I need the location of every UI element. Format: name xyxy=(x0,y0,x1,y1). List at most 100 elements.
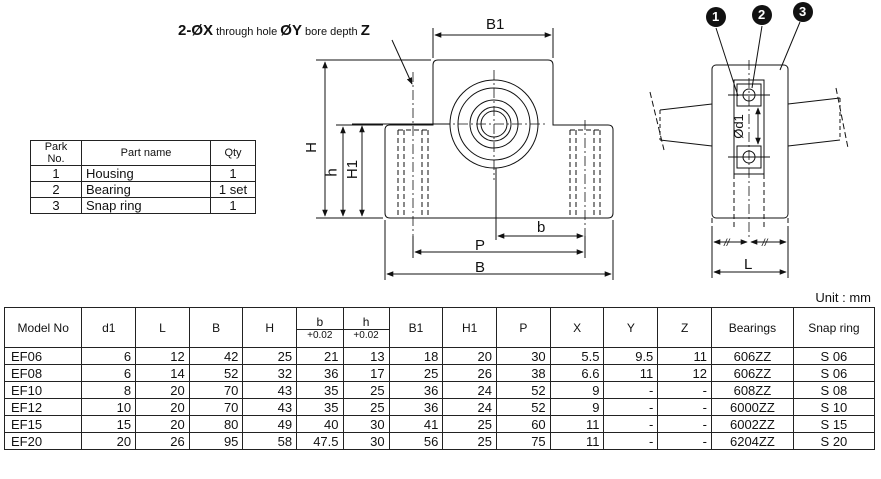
spec-cell: 70 xyxy=(188,398,244,416)
spec-cell: EF10 xyxy=(3,381,83,399)
spec-header-b-label: b xyxy=(316,314,324,329)
spec-cell: 6204ZZ xyxy=(710,432,794,450)
parts-cell: Housing xyxy=(81,165,211,182)
spec-header-b: b +0.02 xyxy=(296,307,344,348)
parts-cell: 2 xyxy=(30,181,82,198)
spec-cell: S 20 xyxy=(792,432,876,450)
spec-cell: 36 xyxy=(296,364,344,382)
spec-cell: 13 xyxy=(342,347,390,365)
spec-cell: 6002ZZ xyxy=(710,415,794,433)
spec-cell: 20 xyxy=(135,381,190,399)
parts-header-no: Park No. xyxy=(30,140,82,166)
balloon-1-number: 1 xyxy=(712,9,720,24)
spec-cell: 30 xyxy=(342,415,390,433)
parts-cell: 1 set xyxy=(210,181,256,198)
spec-cell: - xyxy=(603,415,659,433)
bore-text: bore depth xyxy=(301,26,361,38)
spec-header-P: P xyxy=(496,307,551,348)
spec-cell: 75 xyxy=(496,432,551,450)
spec-cell: 608ZZ xyxy=(710,381,794,399)
spec-cell: 58 xyxy=(242,432,298,450)
spec-cell: 32 xyxy=(242,364,298,382)
spec-cell: EF08 xyxy=(3,364,83,382)
spec-cell: 11 xyxy=(549,432,605,450)
spec-cell: 11 xyxy=(603,364,659,382)
spec-cell: S 08 xyxy=(792,381,876,399)
spec-header-bearings: Bearings xyxy=(710,307,794,348)
spec-header-Y: Y xyxy=(603,307,659,348)
spec-cell: 12 xyxy=(135,347,190,365)
spec-cell: 18 xyxy=(388,347,444,365)
spec-header-H1: H1 xyxy=(442,307,498,348)
parts-header-name: Part name xyxy=(81,140,211,166)
spec-header-h-tolerance: +0.02 xyxy=(343,328,389,341)
spec-cell: - xyxy=(657,415,712,433)
spec-cell: 35 xyxy=(296,398,344,416)
spec-cell: 20 xyxy=(81,432,137,450)
balloon-1 xyxy=(706,7,726,27)
spec-cell: 11 xyxy=(549,415,605,433)
spec-cell: 15 xyxy=(81,415,137,433)
spec-cell: 606ZZ xyxy=(710,347,794,365)
unit-label: Unit : mm xyxy=(815,290,871,305)
spec-cell: EF06 xyxy=(3,347,83,365)
spec-header-row: Model No d1 L B H b +0.02 h +0.02 B1 H1 … xyxy=(3,307,876,348)
dim-B-label: B xyxy=(475,259,486,276)
hole-prefix: 2-ØX xyxy=(178,22,214,39)
spec-cell: - xyxy=(603,432,659,450)
spec-header-X: X xyxy=(549,307,605,348)
hole-text: through hole xyxy=(213,26,281,38)
spec-cell: 6.6 xyxy=(549,364,605,382)
spec-header-H: H xyxy=(242,307,298,348)
spec-cell: 36 xyxy=(388,398,444,416)
spec-cell: 9.5 xyxy=(603,347,659,365)
hole-callout: 2-ØX through hole ØY bore depth Z xyxy=(178,23,370,38)
spec-cell: 9 xyxy=(549,381,605,399)
spec-header-b-tolerance: +0.02 xyxy=(297,328,343,341)
spec-header-Z: Z xyxy=(657,307,712,348)
dim-H1-label: H1 xyxy=(344,159,362,180)
spec-cell: 41 xyxy=(388,415,444,433)
spec-cell: 606ZZ xyxy=(710,364,794,382)
parts-cell: Snap ring xyxy=(81,197,211,214)
parts-row: 2 Bearing 1 set xyxy=(30,181,256,198)
dim-L-label: L xyxy=(744,256,753,273)
spec-header-L: L xyxy=(135,307,190,348)
parts-cell: 1 xyxy=(210,197,256,214)
spec-cell: 52 xyxy=(496,398,551,416)
balloon-2-number: 2 xyxy=(758,7,766,22)
svg-text://: // xyxy=(723,238,731,249)
spec-cell: 56 xyxy=(388,432,444,450)
spec-cell: 52 xyxy=(188,364,244,382)
spec-cell: - xyxy=(603,381,659,399)
spec-cell: - xyxy=(657,398,712,416)
spec-cell: 40 xyxy=(296,415,344,433)
spec-cell: 10 xyxy=(81,398,137,416)
parts-header-row: Park No. Part name Qty xyxy=(30,140,256,166)
spec-cell: 49 xyxy=(242,415,298,433)
spec-cell: 26 xyxy=(135,432,190,450)
spec-cell: 60 xyxy=(496,415,551,433)
parts-cell: 1 xyxy=(210,165,256,182)
spec-cell: - xyxy=(603,398,659,416)
balloon-2 xyxy=(752,5,772,25)
parts-row: 1 Housing 1 xyxy=(30,165,256,182)
spec-cell: 25 xyxy=(242,347,298,365)
spec-cell: 47.5 xyxy=(296,432,344,450)
parts-header-qty: Qty xyxy=(210,140,256,166)
spec-cell: 5.5 xyxy=(549,347,605,365)
spec-cell: 25 xyxy=(342,381,390,399)
spec-header-snap-ring: Snap ring xyxy=(792,307,876,348)
dim-b-label: b xyxy=(537,219,546,236)
spec-cell: 20 xyxy=(135,398,190,416)
spec-cell: EF12 xyxy=(3,398,83,416)
spec-cell: 43 xyxy=(242,381,298,399)
spec-cell: 80 xyxy=(188,415,244,433)
spec-cell: 24 xyxy=(442,398,498,416)
spec-cell: 25 xyxy=(388,364,444,382)
spec-header-B1: B1 xyxy=(388,307,444,348)
